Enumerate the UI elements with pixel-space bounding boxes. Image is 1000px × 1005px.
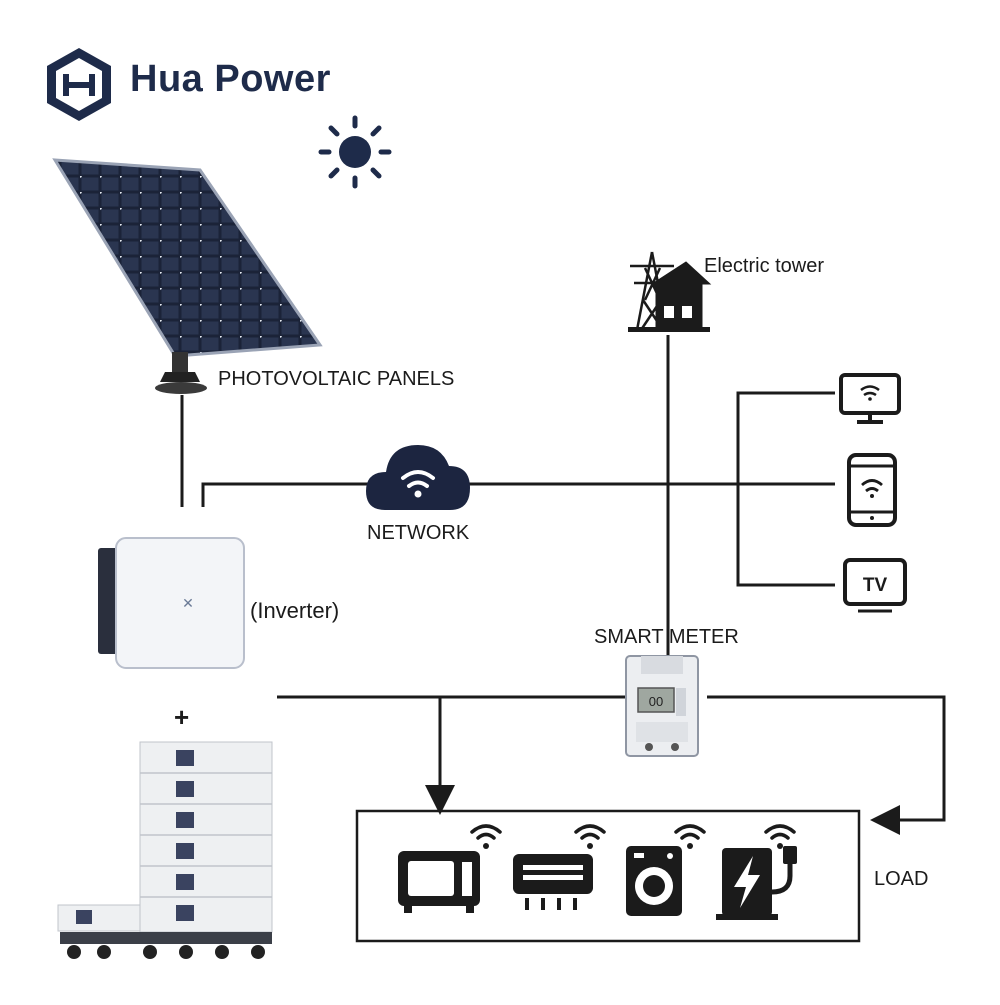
load-label: LOAD — [874, 868, 929, 890]
wifi-icons — [470, 824, 796, 840]
network-label: NETWORK — [367, 522, 470, 544]
smart-meter-icon: 00 — [625, 655, 699, 757]
meter-display: 00 — [649, 694, 663, 709]
load-box — [355, 809, 861, 943]
inverter-icon: ✕ — [98, 537, 245, 669]
meter-label: SMART METER — [594, 626, 739, 648]
monitor-icon — [839, 373, 901, 424]
tv-icon-label: TV — [863, 575, 888, 596]
svg-text:✕: ✕ — [182, 595, 194, 611]
solar-panel-icon — [52, 158, 323, 394]
microwave-icon — [398, 851, 480, 913]
air-conditioner-icon — [513, 854, 593, 910]
ev-charger-icon — [716, 846, 797, 920]
tower-label: Electric tower — [704, 255, 825, 277]
logo-icon — [47, 48, 111, 121]
phone-icon — [847, 453, 897, 527]
inverter-label: (Inverter) — [250, 598, 340, 623]
cloud-wifi-icon — [366, 445, 470, 510]
washing-machine-icon — [626, 846, 682, 916]
plus-sign: + — [174, 702, 190, 732]
electric-tower-icon — [628, 251, 712, 332]
pv-label: PHOTOVOLTAIC PANELS — [218, 368, 455, 390]
battery-stack-icon — [57, 741, 273, 959]
wires — [180, 335, 946, 835]
tv-icon: TV — [843, 558, 907, 613]
sun-icon — [318, 115, 392, 189]
brand-name: Hua Power — [130, 58, 331, 100]
